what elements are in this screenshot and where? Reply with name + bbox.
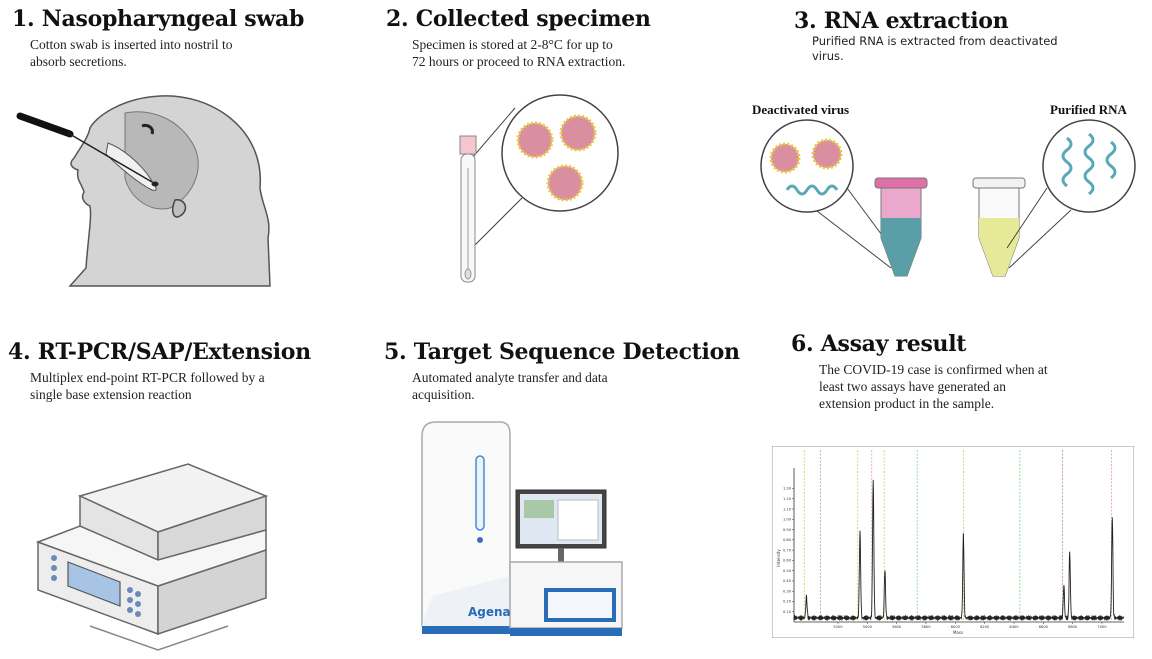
chart-x-tick-label-7: 6600 (1039, 625, 1049, 629)
step-3: 3. RNA extraction Purified RNA is extrac… (794, 8, 1124, 64)
step-2-description: Specimen is stored at 2-8°C for up to 72… (386, 36, 726, 70)
step-3-title: 3. RNA extraction (794, 8, 1009, 34)
step-1-desc-line-2: absorb secretions. (30, 54, 127, 69)
step-2-desc-line-1: Specimen is stored at 2-8°C for up to (412, 37, 613, 52)
step-4-title: 4. RT-PCR/SAP/Extension (8, 339, 311, 365)
chart-y-tick-label-5: 0.60 (783, 559, 792, 563)
chart-y-tick-label-11: 1.20 (783, 497, 792, 501)
instrument-brand-label: Agena (468, 605, 511, 619)
step-5-desc-line-1: Automated analyte transfer and data (412, 370, 608, 385)
step-4-description: Multiplex end-point RT-PCR followed by a… (8, 369, 368, 403)
step-2: 2. Collected specimen Specimen is stored… (386, 6, 726, 70)
chart-x-tick-label-6: 6400 (1009, 625, 1019, 629)
step-5-description: Automated analyte transfer and data acqu… (384, 369, 744, 403)
step-6-desc-line-3: extension product in the sample. (819, 396, 995, 411)
chart-y-tick-label-0: 0.10 (783, 610, 792, 614)
deactivated-virus-label: Deactivated virus (752, 102, 850, 117)
step-6: 6. Assay result The COVID-19 case is con… (791, 331, 1131, 412)
step-5-desc-line-2: acquisition. (412, 387, 475, 402)
step-2-title: 2. Collected specimen (386, 6, 651, 32)
step-6-description: The COVID-19 case is confirmed when at l… (791, 361, 1131, 412)
step-6-desc-line-1: The COVID-19 case is confirmed when at (819, 362, 1048, 377)
chart-x-tick-label-2: 5600 (892, 625, 902, 629)
virus-particle (516, 114, 597, 202)
chart-x-tick-label-5: 6200 (980, 625, 990, 629)
step-3-desc-line-1: Purified RNA is extracted from deactivat… (812, 34, 1058, 48)
chart-x-tick-label-0: 5200 (833, 625, 843, 629)
chart-x-tick-label-4: 6000 (951, 625, 961, 629)
purified-rna-label: Purified RNA (1050, 102, 1127, 117)
step-6-title: 6. Assay result (791, 331, 967, 357)
step-1: 1. Nasopharyngeal swab Cotton swab is in… (12, 6, 352, 70)
step-6-desc-line-2: least two assays have generated an (819, 379, 1007, 394)
chart-y-tick-label-1: 0.20 (783, 600, 792, 604)
step-3-description: Purified RNA is extracted from deactivat… (794, 34, 1124, 64)
chart-y-tick-label-4: 0.50 (783, 569, 792, 573)
chart-y-tick-label-7: 0.80 (783, 538, 792, 542)
specimen-tube-illustration (459, 94, 619, 283)
step-1-title: 1. Nasopharyngeal swab (12, 6, 305, 32)
chart-y-label: Intensity (776, 549, 781, 567)
step-5: 5. Target Sequence Detection Automated a… (384, 339, 744, 403)
chart-x-tick-label-3: 5800 (921, 625, 931, 629)
chart-x-tick-label-9: 7000 (1097, 625, 1107, 629)
chart-y-tick-label-10: 1.10 (783, 507, 792, 511)
step-5-title: 5. Target Sequence Detection (384, 339, 740, 365)
chart-y-tick-label-12: 1.30 (783, 487, 792, 491)
chart-spectrum-trace (793, 479, 1125, 622)
chart-y-tick-label-2: 0.30 (783, 589, 792, 593)
nasopharyngeal-swab-illustration (16, 95, 271, 287)
step-1-description: Cotton swab is inserted into nostril to … (12, 36, 352, 70)
step-4: 4. RT-PCR/SAP/Extension Multiplex end-po… (8, 339, 368, 403)
step-4-desc-line-2: single base extension reaction (30, 387, 192, 402)
mass-spectrum-chart: 0.10 0.20 0.30 0.40 0.50 0.60 0.70 0.80 0.90 1.00… (772, 446, 1134, 638)
mass-spec-instrument-illustration (421, 421, 623, 636)
chart-y-tick-label-3: 0.40 (783, 579, 792, 583)
step-2-desc-line-2: 72 hours or proceed to RNA extraction. (412, 54, 626, 69)
rna-extraction-illustration (760, 119, 1136, 277)
chart-x-tick-label-1: 5400 (863, 625, 873, 629)
chart-y-tick-label-8: 0.90 (783, 528, 792, 532)
chart-x-label: Mass (953, 630, 963, 635)
step-4-desc-line-1: Multiplex end-point RT-PCR followed by a (30, 370, 265, 385)
chart-y-tick-label-6: 0.70 (783, 548, 792, 552)
step-1-desc-line-1: Cotton swab is inserted into nostril to (30, 37, 233, 52)
chart-y-tick-label-9: 1.00 (783, 518, 792, 522)
pcr-thermocycler-illustration (35, 463, 269, 651)
step-3-desc-line-2: virus. (812, 49, 844, 63)
chart-x-tick-label-8: 6800 (1068, 625, 1078, 629)
